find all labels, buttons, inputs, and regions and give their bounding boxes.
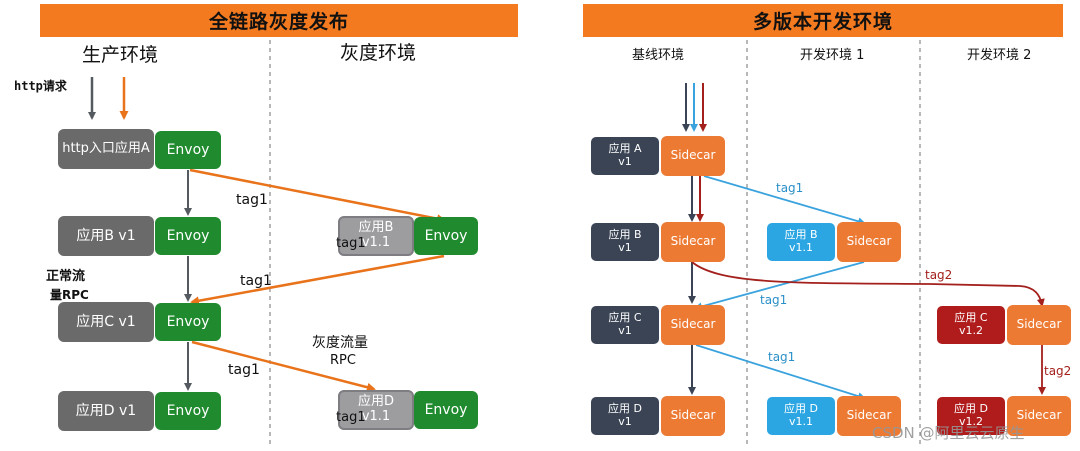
app-d-v1-name: 应用 D — [608, 402, 642, 416]
envoy-d: Envoy — [155, 392, 221, 430]
right-title: 多版本开发环境 — [752, 11, 893, 33]
app-b-v11-name: 应用 B — [784, 228, 818, 242]
sidecar-c-v12-label: Sidecar — [1016, 317, 1062, 332]
sidecar-b-v11: Sidecar — [837, 222, 901, 262]
envoy-c: Envoy — [155, 303, 221, 341]
app-c-v12-ver: v1.2 — [958, 324, 983, 337]
app-d-v1-ver: v1 — [618, 415, 632, 428]
envoy-b-gray-label: Envoy — [424, 227, 468, 244]
prod-env-label: 生产环境 — [82, 44, 159, 66]
app-d-gray-label: 应用D v1.1 — [357, 394, 394, 424]
app-a-v1-name: 应用 A — [608, 142, 642, 156]
sidecar-d-v12-label: Sidecar — [1016, 408, 1062, 423]
app-a-v1-ver: v1 — [618, 155, 632, 168]
sidecar-c-label: Sidecar — [670, 317, 716, 332]
envoy-d-gray: Envoy — [414, 391, 478, 429]
app-b-v11-ver: v1.1 — [788, 241, 813, 254]
app-a-label: http入口应用A — [62, 140, 150, 156]
dev-env-2-label: 开发环境 2 — [967, 48, 1032, 63]
tag1-a-to-b11 — [703, 175, 866, 226]
dev-env-1-label: 开发环境 1 — [800, 48, 865, 63]
app-b-node: 应用B v1 — [58, 216, 154, 256]
envoy-b: Envoy — [155, 217, 221, 255]
envoy-a-label: Envoy — [166, 141, 210, 158]
tag1-label-dgray: tag1 — [336, 410, 366, 425]
app-c-v1-node: 应用 C v1 — [591, 306, 659, 344]
app-d-gray-node: 应用D v1.1 — [338, 390, 414, 430]
left-title-bar: 全链路灰度发布 — [40, 4, 518, 37]
tag1-label-bgray: tag1 — [336, 236, 366, 251]
r-tag2-label-1: tag2 — [925, 268, 953, 282]
sidecar-d-v11-label: Sidecar — [846, 408, 892, 423]
sidecar-a-label: Sidecar — [670, 148, 716, 163]
tag1-route-bgray-to-c — [190, 254, 445, 306]
sidecar-c: Sidecar — [661, 305, 725, 345]
gray-traffic-line-1: 灰度流量 — [312, 335, 368, 351]
app-d-v11-node: 应用 D v1.1 — [767, 397, 835, 435]
envoy-a: Envoy — [155, 131, 221, 169]
sidecar-d: Sidecar — [661, 396, 725, 436]
app-c-label: 应用C v1 — [76, 313, 136, 330]
app-d-node: 应用D v1 — [58, 391, 154, 431]
app-a-node: http入口应用A — [58, 129, 154, 169]
envoy-b-gray: Envoy — [414, 217, 478, 255]
sidecar-b-label: Sidecar — [670, 234, 716, 249]
right-title-bar: 多版本开发环境 — [583, 4, 1063, 37]
sidecar-d-label: Sidecar — [670, 408, 716, 423]
app-b-gray-label: 应用B v1.1 — [358, 220, 394, 250]
app-d-label: 应用D v1 — [75, 402, 137, 419]
r-tag1-label-2: tag1 — [760, 293, 788, 307]
app-d-v1-node: 应用 D v1 — [591, 397, 659, 435]
app-b-v11-node: 应用 B v1.1 — [767, 223, 835, 261]
app-b-v1-name: 应用 B — [608, 228, 642, 242]
left-title: 全链路灰度发布 — [208, 11, 349, 33]
app-d-v12-name: 应用 D — [954, 402, 988, 416]
sidecar-b: Sidecar — [661, 222, 725, 262]
app-c-v1-name: 应用 C — [608, 311, 642, 325]
r-tag1-label-1: tag1 — [776, 181, 804, 195]
envoy-b-label: Envoy — [166, 227, 210, 244]
sidecar-a: Sidecar — [661, 136, 725, 176]
tag1-label-3: tag1 — [228, 362, 260, 378]
envoy-d-label: Envoy — [166, 402, 210, 419]
app-c-node: 应用C v1 — [58, 302, 154, 342]
watermark: CSDN @阿里云云原生 — [872, 424, 1025, 442]
normal-traffic-line-1: 正常流 — [46, 269, 86, 284]
tag2-b-to-c12 — [691, 261, 1045, 307]
app-b-v1-node: 应用 B v1 — [591, 223, 659, 261]
app-c-v1-ver: v1 — [618, 324, 632, 337]
sidecar-d-v12: Sidecar — [1007, 396, 1071, 436]
app-b-v1-ver: v1 — [618, 241, 632, 254]
r-tag1-label-3: tag1 — [768, 350, 796, 364]
gray-traffic-line-2: RPC — [330, 353, 356, 368]
app-b-gray-node: 应用B v1.1 — [338, 216, 414, 256]
app-d-v11-ver: v1.1 — [788, 415, 813, 428]
gray-env-label: 灰度环境 — [340, 42, 417, 64]
tag1-label-1: tag1 — [236, 192, 268, 208]
sidecar-c-v12: Sidecar — [1007, 305, 1071, 345]
http-request-label: http请求 — [14, 79, 67, 93]
tag1-route-a-to-bgray — [189, 168, 446, 224]
app-c-v12-name: 应用 C — [954, 311, 988, 325]
app-d-v12-ver: v1.2 — [958, 415, 983, 428]
app-a-v1-node: 应用 A v1 — [591, 137, 659, 175]
tag1-label-2: tag1 — [240, 273, 272, 289]
r-tag2-label-2: tag2 — [1044, 364, 1072, 378]
tag1-c-to-d11 — [695, 344, 866, 401]
app-b-label: 应用B v1 — [76, 227, 136, 244]
base-env-label: 基线环境 — [632, 48, 685, 63]
envoy-d-gray-label: Envoy — [424, 401, 468, 418]
app-d-v11-name: 应用 D — [784, 402, 818, 416]
sidecar-b-v11-label: Sidecar — [846, 234, 892, 249]
sidecar-d-v11: Sidecar — [837, 396, 901, 436]
app-d-v12-node: 应用 D v1.2 — [937, 397, 1005, 435]
app-c-v12-node: 应用 C v1.2 — [937, 306, 1005, 344]
envoy-c-label: Envoy — [166, 313, 210, 330]
tag1-route-c-to-dgray — [191, 340, 376, 392]
normal-traffic-line-2: 量RPC — [50, 288, 89, 302]
tag1-b11-to-c — [694, 261, 865, 311]
